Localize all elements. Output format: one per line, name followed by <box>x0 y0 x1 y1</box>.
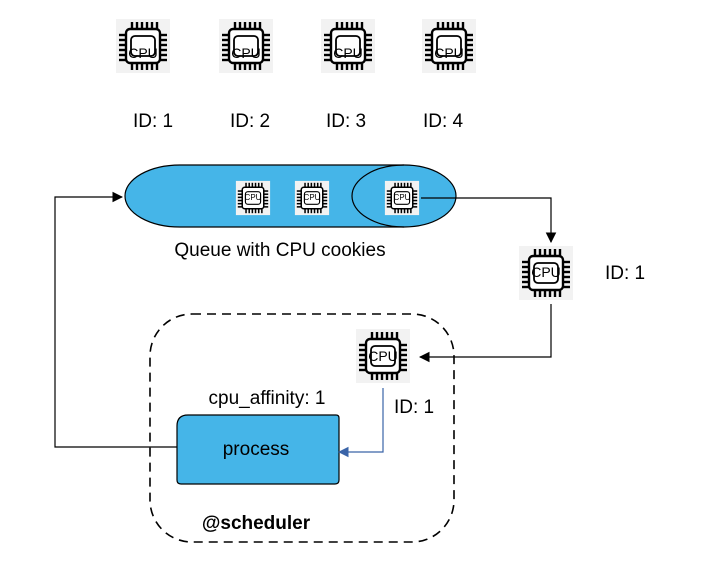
process-label: process <box>223 439 290 460</box>
cpu-4-label: ID: 4 <box>423 111 464 132</box>
queue-cookie-3-icon: CPU <box>384 180 420 216</box>
cpu-4-icon: CPU <box>420 17 478 75</box>
dequeued-cpu-chip-text: CPU <box>531 264 561 280</box>
scheduler-cpu-chip-text: CPU <box>368 348 398 364</box>
scheduler-cpu-icon: CPU <box>354 327 412 385</box>
dequeued-cpu-icon: CPU <box>517 244 575 302</box>
scheduler-boundary <box>149 313 455 543</box>
cpu-2-icon: CPU <box>217 17 275 75</box>
cpu-1-label: ID: 1 <box>133 111 173 132</box>
cpu-3-label: ID: 3 <box>326 111 366 132</box>
process-shape <box>176 414 340 485</box>
cpu-1-chip-text: CPU <box>128 45 158 61</box>
cpu-2-chip-text: CPU <box>231 45 261 61</box>
scheduler-cpu-label: ID: 1 <box>394 397 434 418</box>
cpu-row: CPU ID: 1 CPU ID: 2 CPU ID: 3 CPU ID: 4 <box>114 17 478 132</box>
cpu-3-icon: CPU <box>319 17 377 75</box>
queue-label: Queue with CPU cookies <box>174 240 385 261</box>
cpu-4-chip-text: CPU <box>434 45 464 61</box>
queue-cookie-1-icon: CPU <box>235 180 271 216</box>
dequeued-cpu-label: ID: 1 <box>605 263 645 284</box>
cpu-1-icon: CPU <box>114 17 172 75</box>
arrow-dequeued-cpu-to-scheduler <box>418 304 552 363</box>
cpu-3-chip-text: CPU <box>333 45 363 61</box>
queue-cookie-1-text: CPU <box>245 193 262 202</box>
arrow-queue-to-dequeued-cpu <box>421 197 557 244</box>
arrow-cpu-to-process <box>337 388 384 458</box>
cpu-affinity-label: cpu_affinity: 1 <box>209 388 326 409</box>
queue-cookie-2-icon: CPU <box>294 180 330 216</box>
cpu-queue: CPU CPU CPU <box>124 164 457 228</box>
process-node: process <box>176 414 340 485</box>
queue-cookie-2-text: CPU <box>304 193 321 202</box>
queue-cookie-3-text: CPU <box>394 193 411 202</box>
arrow-process-return-to-queue <box>54 191 177 448</box>
cpu-2-label: ID: 2 <box>230 111 270 132</box>
scheduler-label: @scheduler <box>202 513 311 534</box>
queue-front-cap <box>351 164 405 228</box>
